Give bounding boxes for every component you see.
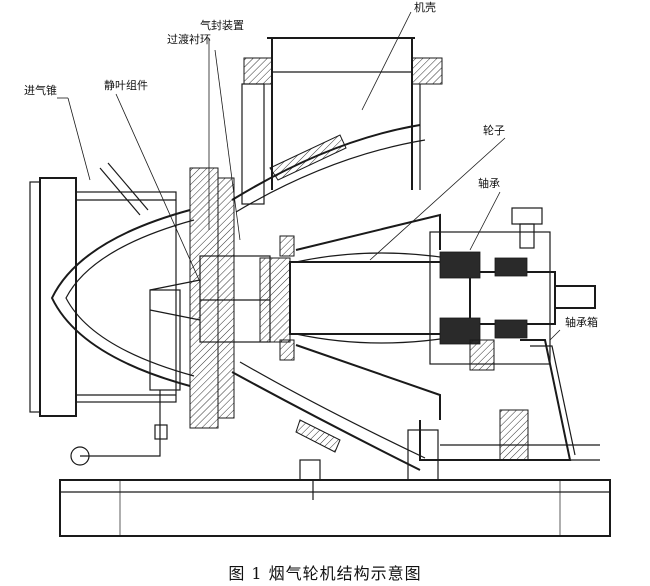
figure-caption: 图 1 烟气轮机结构示意图 xyxy=(228,564,422,583)
label-bearing-box: 轴承箱 xyxy=(565,316,598,329)
bearing-box xyxy=(299,207,600,500)
stator-vane-assembly xyxy=(70,167,271,466)
label-transition-liner: 过渡衬环 xyxy=(167,33,211,46)
label-gas-seal: 气封装置 xyxy=(200,19,244,32)
label-housing: 机壳 xyxy=(414,1,436,14)
bearings xyxy=(429,231,551,371)
label-stator-vane-assembly: 静叶组件 xyxy=(104,79,148,92)
label-inlet-cone: 进气锥 xyxy=(24,84,57,97)
leader-lines xyxy=(57,11,561,341)
inlet-cone xyxy=(29,162,195,417)
label-bearing: 轴承 xyxy=(478,177,500,190)
label-wheel: 轮子 xyxy=(483,124,505,137)
housing-outlet xyxy=(241,37,443,205)
outer-casing xyxy=(231,124,441,471)
rotor-shaft xyxy=(259,235,596,361)
base-plate xyxy=(59,479,611,537)
